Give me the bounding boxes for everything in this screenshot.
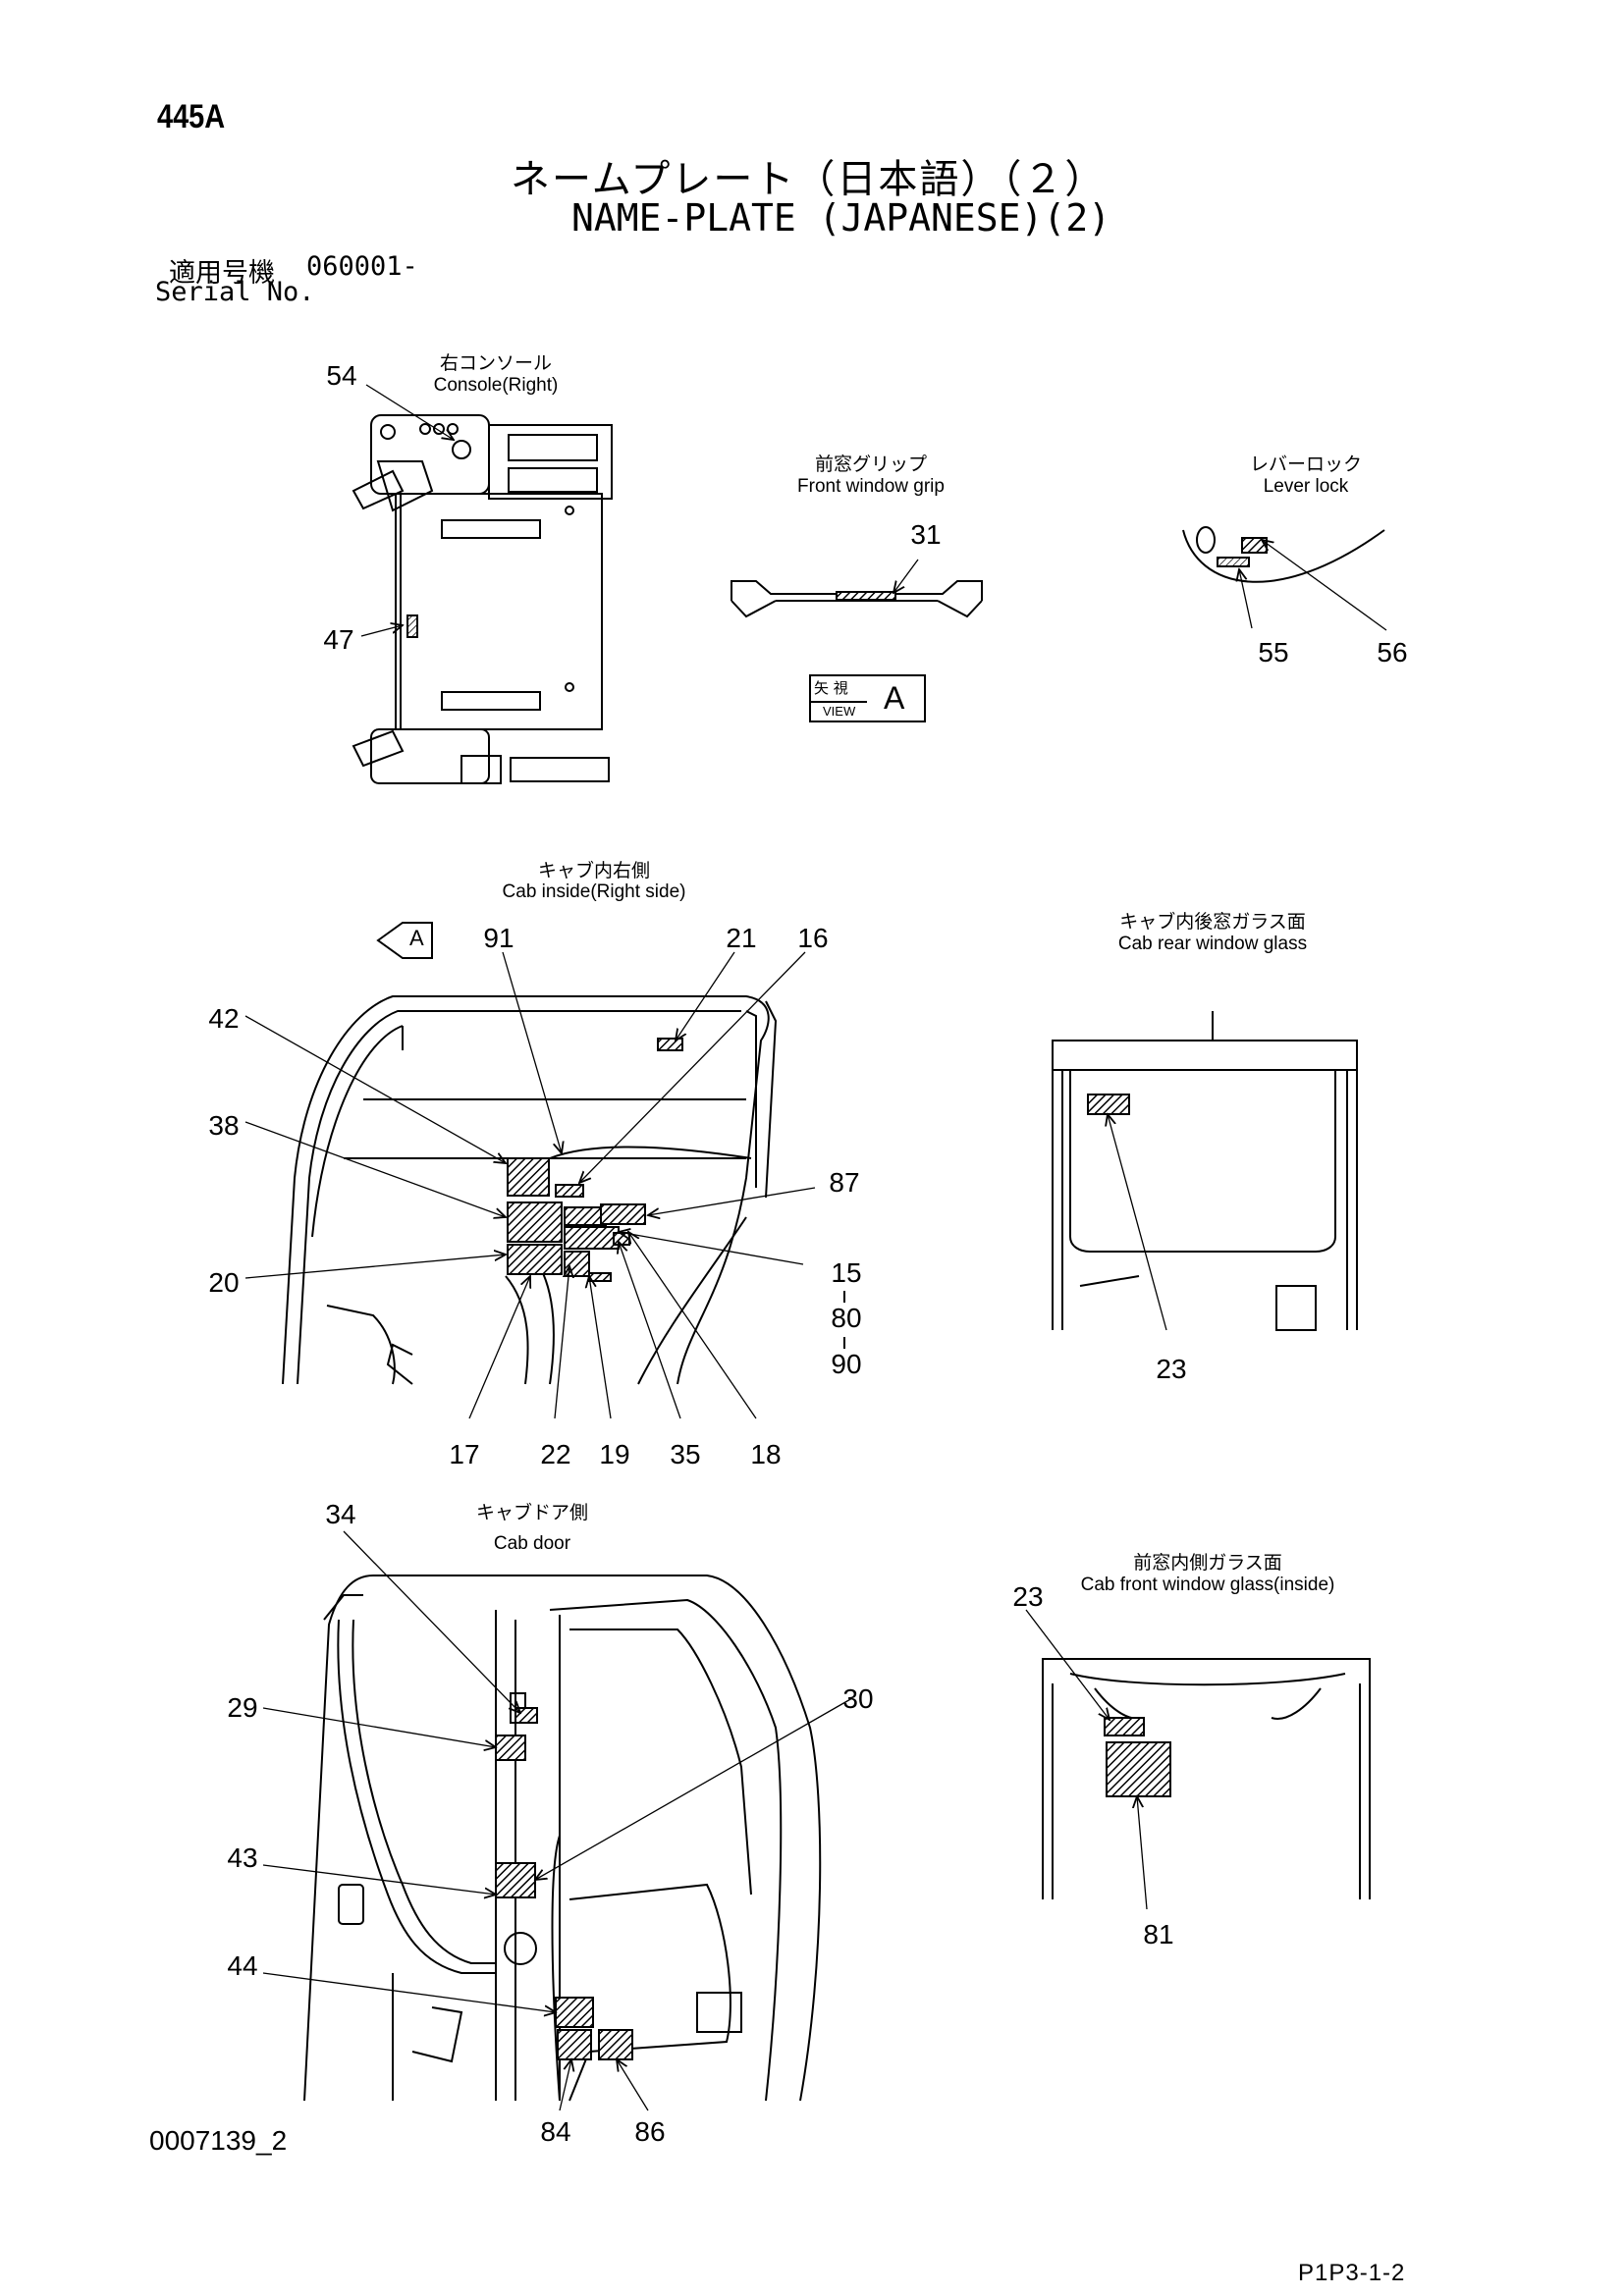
callout-18: 18 <box>750 1439 782 1469</box>
callout-31: 31 <box>910 519 942 550</box>
callout-38: 38 <box>208 1110 240 1141</box>
leader-lines <box>244 384 1387 2111</box>
callout-80: 80 <box>831 1303 862 1333</box>
callout-55: 55 <box>1258 637 1289 667</box>
callout-47: 47 <box>323 624 354 655</box>
caption-console-right-jp: 右コンソール <box>439 352 553 374</box>
serial-label-english: Serial No. <box>155 277 315 307</box>
callout-17: 17 <box>449 1439 480 1469</box>
serial-label-japanese: 適用号機 <box>169 258 275 289</box>
serial-number-value: 060001- <box>306 251 418 282</box>
page-title-english: NAME-PLATE (JAPANESE)(2) <box>571 196 1111 240</box>
view-a-sub: VIEW <box>823 704 856 719</box>
callout-81: 81 <box>1143 1919 1174 1949</box>
callout-20: 20 <box>208 1267 240 1298</box>
console-right-drawing <box>352 414 613 784</box>
caption-cab-door-en: Cab door <box>493 1533 571 1554</box>
cab-rear-window-drawing <box>1052 1011 1358 1331</box>
callout-35: 35 <box>670 1439 701 1469</box>
callout-16: 16 <box>797 923 829 953</box>
callout-23-rear: 23 <box>1156 1354 1187 1384</box>
caption-cab-inside-right-en: Cab inside(Right side) <box>502 881 686 902</box>
page-reference: P1P3-1-2 <box>1298 2260 1406 2286</box>
callout-23-front: 23 <box>1012 1581 1044 1612</box>
callout-29: 29 <box>227 1692 258 1723</box>
cab-inside-right-drawing <box>282 995 778 1385</box>
callout-86: 86 <box>634 2116 666 2147</box>
arrow-a-letter: A <box>409 926 424 950</box>
view-a-letter: A <box>884 680 905 716</box>
caption-lever-lock-jp: レバーロック <box>1249 454 1363 475</box>
callout-90: 90 <box>831 1349 862 1379</box>
callout-42: 42 <box>208 1003 240 1034</box>
view-a-jp: 矢 視 <box>814 679 848 697</box>
page-id: 445A <box>157 98 226 135</box>
callout-30: 30 <box>842 1683 874 1714</box>
caption-cab-door-jp: キャブドア側 <box>475 1502 589 1523</box>
callout-34: 34 <box>325 1499 356 1529</box>
caption-cab-front-window-en: Cab front window glass(inside) <box>1080 1575 1335 1595</box>
cab-door-drawing <box>303 1575 822 2102</box>
callout-84: 84 <box>540 2116 571 2147</box>
callout-15: 15 <box>831 1257 862 1288</box>
lever-lock-drawing <box>1182 526 1385 583</box>
callout-19: 19 <box>599 1439 630 1469</box>
arrow-a-marker <box>376 922 433 959</box>
caption-console-right-en: Console(Right) <box>433 375 559 396</box>
document-code: 0007139_2 <box>149 2125 288 2156</box>
callout-44: 44 <box>227 1950 258 1981</box>
callout-21: 21 <box>726 923 757 953</box>
caption-cab-rear-window-jp: キャブ内後窓ガラス面 <box>1119 911 1306 933</box>
callout-range-dash <box>843 1337 845 1349</box>
callout-22: 22 <box>540 1439 571 1469</box>
cab-front-window-drawing <box>1042 1658 1371 1899</box>
caption-front-window-grip-en: Front window grip <box>797 476 945 497</box>
caption-front-window-grip-jp: 前窓グリップ <box>814 454 928 475</box>
callout-87: 87 <box>829 1167 860 1198</box>
front-window-grip-drawing <box>731 580 983 618</box>
caption-lever-lock-en: Lever lock <box>1263 476 1349 497</box>
callout-54: 54 <box>326 360 357 391</box>
view-a-label-box <box>809 674 926 722</box>
callout-range-dash <box>843 1291 845 1303</box>
callout-56: 56 <box>1377 637 1408 667</box>
caption-cab-inside-right-jp: キャブ内右側 <box>537 860 651 881</box>
caption-cab-front-window-jp: 前窓内側ガラス面 <box>1133 1552 1282 1574</box>
caption-cab-rear-window-en: Cab rear window glass <box>1117 934 1308 954</box>
callout-43: 43 <box>227 1842 258 1873</box>
callout-91: 91 <box>483 923 514 953</box>
page-title-japanese: ネームプレート（日本語）（２） <box>511 157 1107 202</box>
